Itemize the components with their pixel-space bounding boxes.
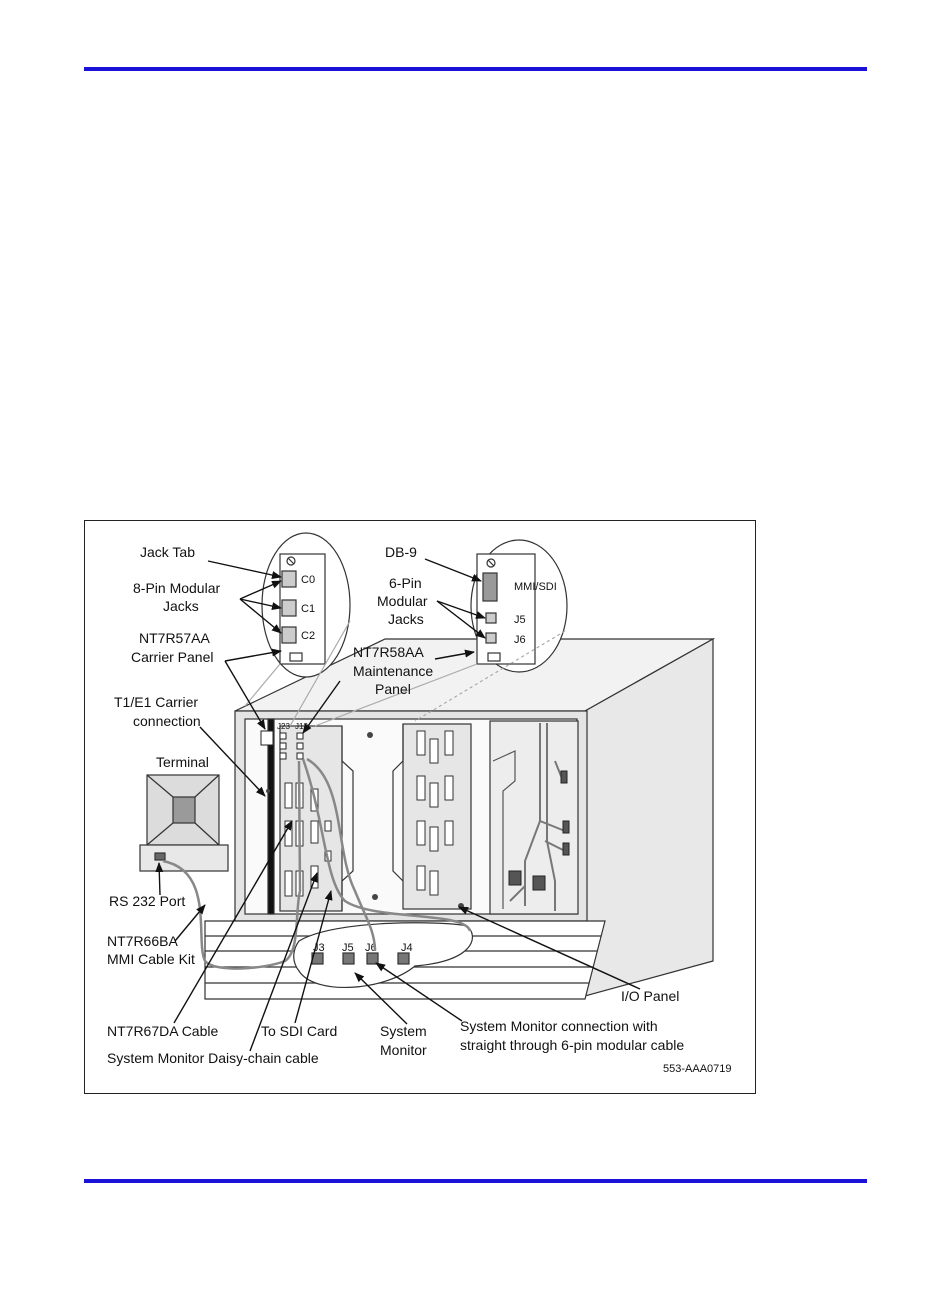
label-carrier-line1: NT7R57AA (139, 630, 210, 646)
middle-card-slots (416, 730, 454, 896)
cabinet-connection-figure: J23 J12 J3 J5 J6 J4 C0 C1 (84, 520, 756, 1094)
label-sysmon-line2: Monitor (380, 1042, 427, 1058)
label-mmi-kit-line1: NT7R66BA (107, 933, 178, 949)
right-bay-cabling (509, 723, 566, 911)
label-8pin-line2: Jacks (163, 598, 199, 614)
figure-id: 553-AAA0719 (663, 1063, 732, 1075)
label-j5: J5 (514, 614, 526, 626)
label-carrier-line2: Carrier Panel (131, 649, 213, 665)
label-j6: J6 (514, 634, 526, 646)
label-sysmon-conn-line2: straight through 6-pin modular cable (460, 1037, 684, 1053)
figure-drawing: J23 J12 J3 J5 J6 J4 C0 C1 (107, 532, 732, 1075)
terminal (139, 774, 229, 872)
label-terminal: Terminal (156, 754, 209, 770)
label-c2: C2 (301, 630, 315, 642)
sysmon-jack-j4: J4 (401, 942, 413, 954)
label-c1: C1 (301, 603, 315, 615)
label-c0: C0 (301, 574, 315, 586)
right-bay-connectors (508, 770, 570, 891)
label-to-sdi: To SDI Card (261, 1023, 337, 1039)
label-6pin-line2: Modular (377, 593, 428, 609)
label-67da-cable: NT7R67DA Cable (107, 1023, 218, 1039)
sysmon-jack-j3: J3 (313, 942, 325, 954)
label-rs232: RS 232 Port (109, 893, 185, 909)
label-t1e1-line2: connection (133, 713, 201, 729)
label-6pin-line3: Jacks (388, 611, 424, 627)
projection-lines (244, 620, 566, 727)
label-maint-line3: Panel (375, 681, 411, 697)
panel-jacks (260, 730, 304, 760)
maintenance-panel-detail (470, 539, 568, 673)
leader-arrows (155, 558, 641, 1052)
label-io-panel: I/O Panel (621, 988, 679, 1004)
label-mmi-sdi: MMI/SDI (514, 581, 557, 593)
label-jack-tab: Jack Tab (140, 544, 195, 560)
label-8pin-line1: 8-Pin Modular (133, 580, 220, 596)
label-db9: DB-9 (385, 544, 417, 560)
sysmon-jack-j6: J6 (365, 942, 377, 954)
carrier-panel-detail (261, 532, 351, 678)
slot-label-j23: J23 (277, 722, 290, 731)
slot-label-j12: J12 (295, 722, 308, 731)
bottom-rule (84, 1179, 867, 1183)
label-maint-line1: NT7R58AA (353, 644, 424, 660)
label-sysmon-conn-line1: System Monitor connection with (460, 1018, 658, 1034)
label-t1e1-line1: T1/E1 Carrier (114, 694, 198, 710)
sysmon-jack-j5: J5 (342, 942, 354, 954)
label-sysmon-line1: System (380, 1023, 427, 1039)
system-monitor (293, 922, 474, 988)
label-mmi-kit-line2: MMI Cable Kit (107, 951, 195, 967)
label-6pin-line1: 6-Pin (389, 575, 422, 591)
top-rule (84, 67, 867, 71)
label-daisy-chain: System Monitor Daisy-chain cable (107, 1050, 319, 1066)
label-maint-line2: Maintenance (353, 663, 433, 679)
